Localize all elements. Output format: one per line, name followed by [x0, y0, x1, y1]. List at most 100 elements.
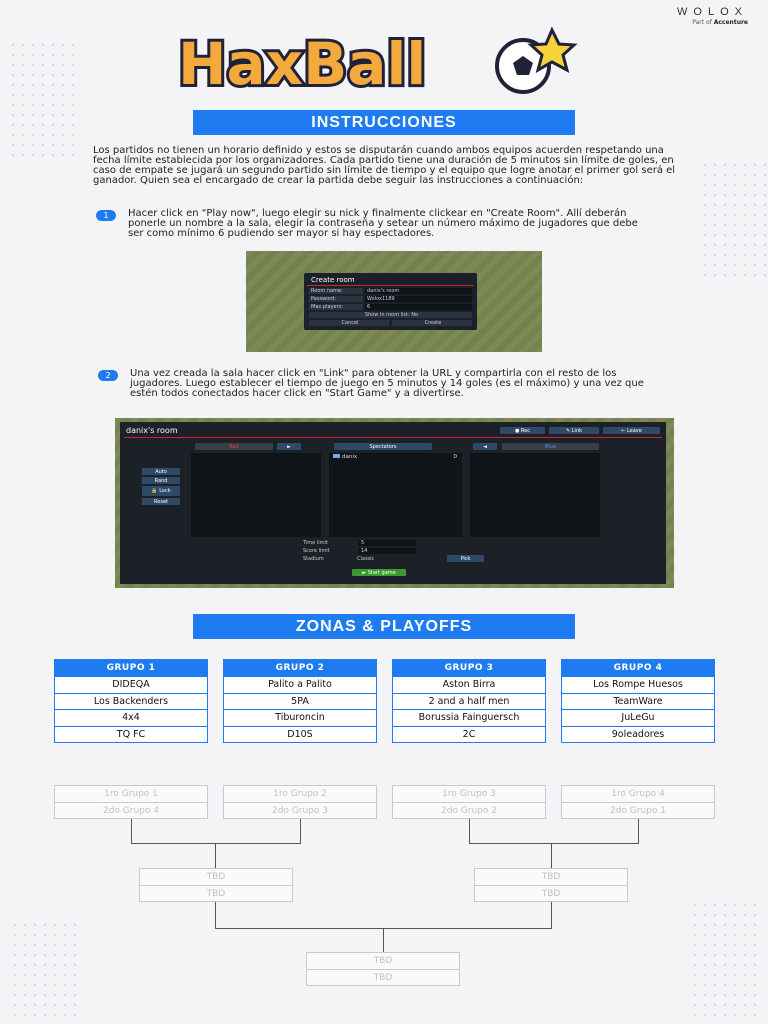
dot-pattern: [690, 900, 760, 1020]
room-window: danix's room ● Rec ✎ Link ← Leave Red ► …: [120, 422, 666, 584]
team-cell: Aston Birra: [392, 677, 546, 694]
blue-team-list[interactable]: [470, 453, 600, 537]
create-button[interactable]: Create: [392, 320, 472, 326]
lock-button[interactable]: 🔒 Lock: [142, 486, 180, 496]
group-title: GRUPO 1: [54, 659, 208, 676]
red-team-list[interactable]: [191, 453, 321, 537]
bracket-line: [131, 819, 132, 843]
time-limit-field[interactable]: 5: [358, 540, 416, 546]
instructions-heading: INSTRUCCIONES: [193, 110, 575, 135]
bracket-line: [131, 843, 301, 844]
team-cell: 4x4: [54, 710, 208, 727]
bracket-slot: 1ro Grupo 1: [104, 789, 158, 799]
bracket-match-final: TBD TBD: [306, 952, 460, 986]
bracket-line: [300, 819, 301, 843]
room-title: danix's room: [126, 426, 178, 435]
auto-button[interactable]: Auto: [142, 468, 180, 475]
bracket-slot: TBD: [373, 956, 393, 966]
title-divider: [124, 437, 662, 438]
team-cell: DIDEQA: [54, 677, 208, 694]
player-ping: 0: [453, 454, 458, 460]
rand-button[interactable]: Rand: [142, 477, 180, 484]
room-name-field[interactable]: danix's room: [365, 288, 472, 294]
team-cell: TeamWare: [561, 693, 715, 710]
zones-heading: ZONAS & PLAYOFFS: [193, 614, 575, 639]
team-cell: Palito a Palito: [223, 677, 377, 694]
player-entry[interactable]: danix: [333, 454, 357, 460]
spectators-list[interactable]: danix 0: [329, 453, 462, 537]
bracket-line: [383, 928, 384, 952]
cancel-button[interactable]: Cancel: [309, 320, 389, 326]
red-team-header[interactable]: Red: [195, 443, 273, 450]
move-right-button[interactable]: ►: [277, 443, 301, 450]
group-4-table: GRUPO 4 Los Rompe Huesos TeamWare JuLeGu…: [561, 659, 715, 743]
bracket-slot: TBD: [307, 969, 459, 985]
group-3-table: GRUPO 3 Aston Birra 2 and a half men Bor…: [392, 659, 546, 743]
show-in-list-button[interactable]: Show in room list: No: [309, 312, 472, 318]
create-room-title: Create room: [307, 273, 474, 286]
bracket-line: [551, 843, 552, 868]
leave-button[interactable]: ← Leave: [603, 427, 660, 434]
password-label: Password:: [309, 296, 363, 302]
dot-pattern: [10, 920, 80, 1024]
team-cell: 9oleadores: [561, 726, 715, 743]
haxball-logo: HaxBall: [175, 26, 578, 98]
bracket-match-q1: 1ro Grupo 1 2do Grupo 4: [54, 785, 208, 819]
group-title: GRUPO 3: [392, 659, 546, 676]
score-limit-field[interactable]: 14: [358, 548, 416, 554]
bracket-line: [469, 819, 470, 843]
team-cell: JuLeGu: [561, 710, 715, 727]
bracket-line: [215, 902, 216, 928]
move-left-button[interactable]: ◄: [473, 443, 497, 450]
svg-text:HaxBall: HaxBall: [178, 30, 426, 98]
bracket-match-q2: 1ro Grupo 2 2do Grupo 3: [223, 785, 377, 819]
max-players-label: Max players:: [309, 304, 363, 310]
intro-paragraph: Los partidos no tienen un horario defini…: [93, 145, 676, 186]
team-cell: Los Rompe Huesos: [561, 677, 715, 694]
step-text: Una vez creada la sala hacer click en "L…: [130, 368, 644, 399]
reset-button[interactable]: Reset: [142, 498, 180, 505]
step-2: 2 Una vez creada la sala hacer click en …: [98, 369, 658, 399]
rec-button[interactable]: ● Rec: [500, 427, 545, 434]
group-title: GRUPO 4: [561, 659, 715, 676]
team-cell: 5PA: [223, 693, 377, 710]
blue-team-header[interactable]: Blue: [502, 443, 599, 450]
bracket-slot: TBD: [206, 872, 226, 882]
step-1: 1 Hacer click en "Play now", luego elegi…: [96, 209, 656, 239]
brand-name: WOLOX: [677, 6, 748, 18]
start-game-button[interactable]: ► Start game: [352, 569, 406, 576]
max-players-field[interactable]: 6: [365, 304, 472, 310]
bracket-slot: 1ro Grupo 2: [273, 789, 327, 799]
bracket-line: [215, 843, 216, 868]
link-button[interactable]: ✎ Link: [549, 427, 599, 434]
pick-stadium-button[interactable]: Pick: [447, 555, 484, 562]
team-cell: TQ FC: [54, 726, 208, 743]
bracket-match-s1: TBD TBD: [139, 868, 293, 902]
bracket-slot: 2do Grupo 3: [224, 802, 376, 818]
group-2-table: GRUPO 2 Palito a Palito 5PA Tiburoncin D…: [223, 659, 377, 743]
bracket-line: [551, 902, 552, 928]
password-field[interactable]: Wolox1189: [365, 296, 472, 302]
bracket-slot: 1ro Grupo 4: [611, 789, 665, 799]
bracket-slot: 2do Grupo 2: [393, 802, 545, 818]
create-room-dialog: Create room Room name:danix's room Passw…: [304, 273, 477, 330]
stadium-label: Stadium: [303, 556, 324, 562]
time-limit-label: Time limit: [303, 540, 328, 546]
bracket-line: [638, 819, 639, 843]
group-title: GRUPO 2: [223, 659, 377, 676]
team-cell: 2 and a half men: [392, 693, 546, 710]
step-number: 1: [96, 210, 116, 221]
step-number: 2: [98, 370, 118, 381]
spectators-header[interactable]: Spectators: [334, 443, 432, 450]
room-screenshot: danix's room ● Rec ✎ Link ← Leave Red ► …: [115, 418, 674, 588]
bracket-match-q4: 1ro Grupo 4 2do Grupo 1: [561, 785, 715, 819]
bracket-slot: 2do Grupo 4: [55, 802, 207, 818]
bracket-match-s2: TBD TBD: [474, 868, 628, 902]
wolox-brand: WOLOX Part of Accenture: [677, 6, 748, 26]
team-cell: D10S: [223, 726, 377, 743]
bracket-line: [469, 843, 639, 844]
bracket-slot: TBD: [541, 872, 561, 882]
bracket-slot: TBD: [475, 885, 627, 901]
team-cell: Tiburoncin: [223, 710, 377, 727]
score-limit-label: Score limit: [303, 548, 330, 554]
